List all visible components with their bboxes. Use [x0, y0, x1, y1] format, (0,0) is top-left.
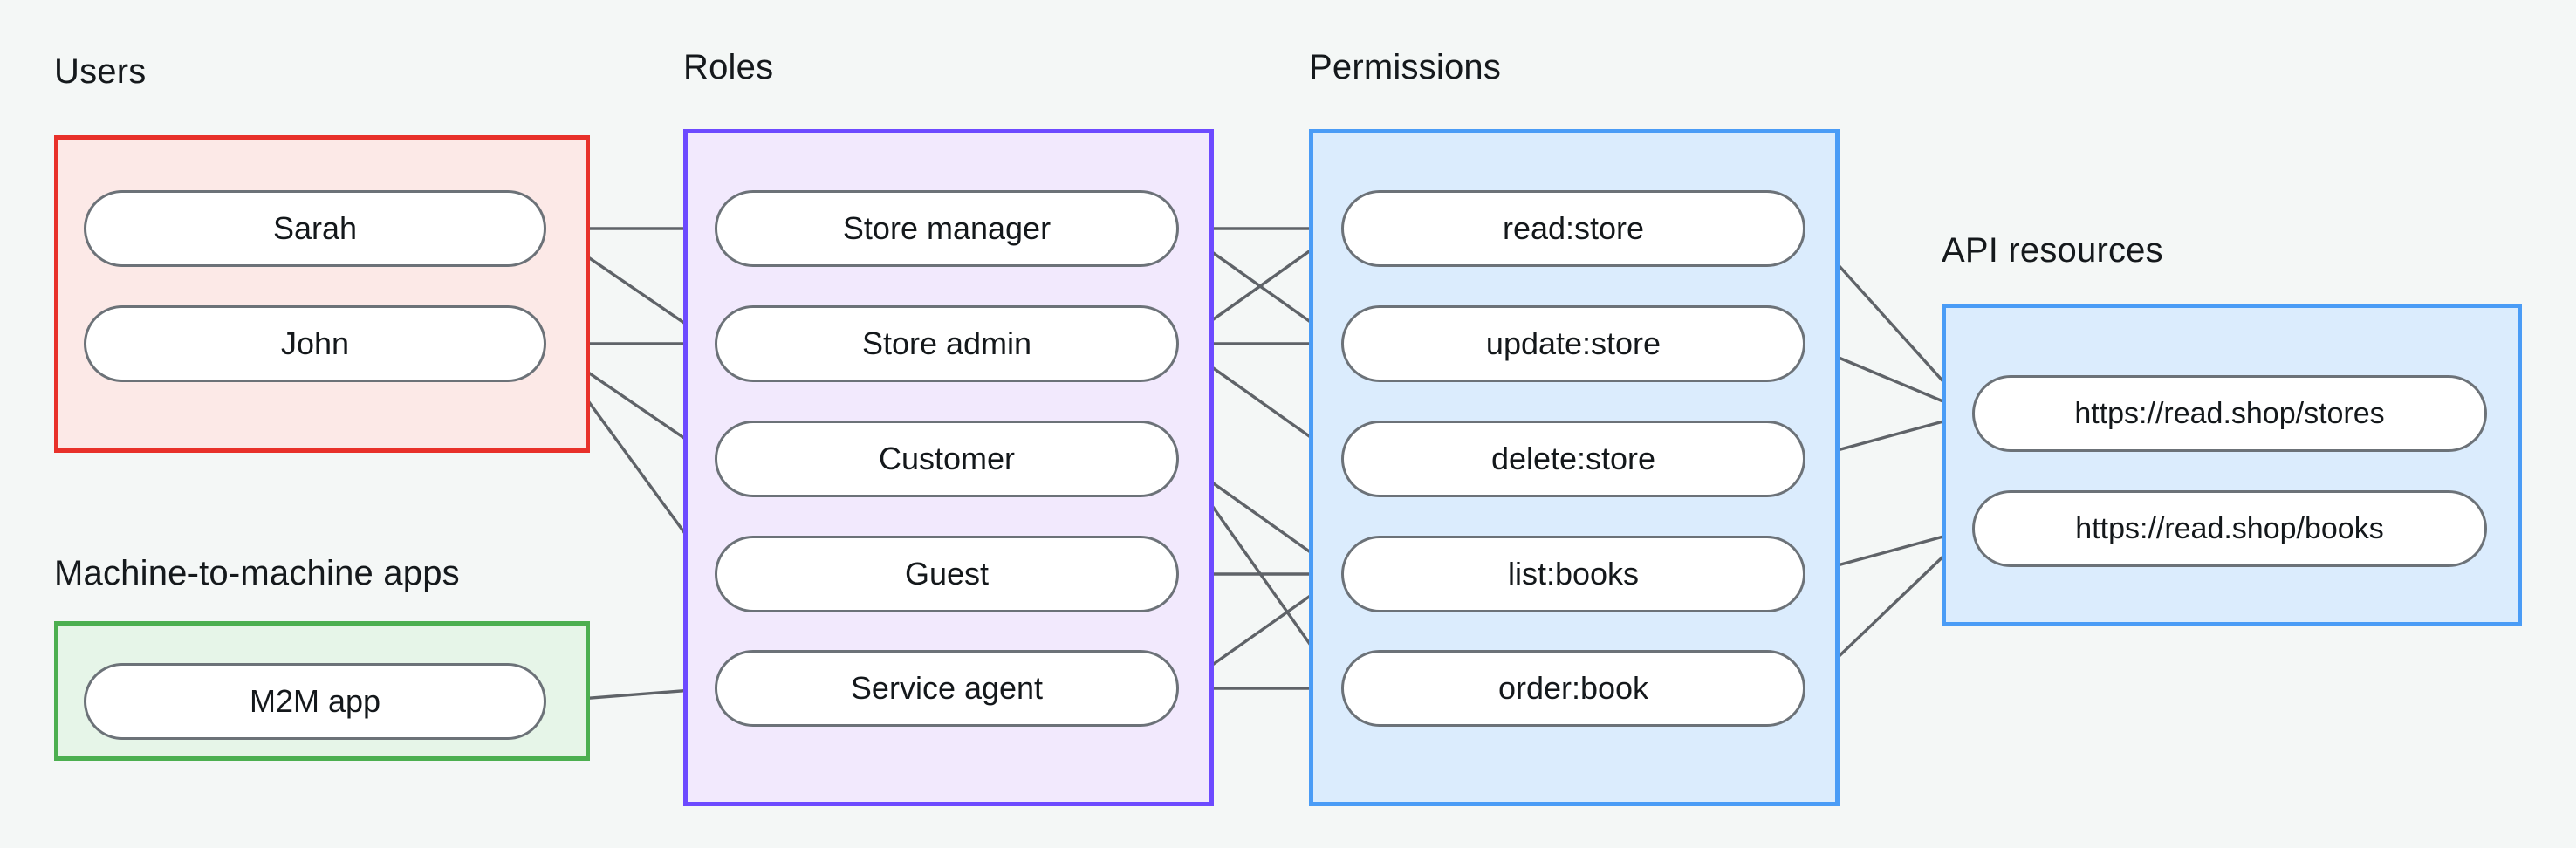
node-update-store[interactable]: update:store	[1341, 305, 1805, 382]
group-label-roles: Roles	[683, 48, 774, 86]
group-label-users: Users	[54, 52, 147, 91]
group-box-users	[54, 135, 590, 453]
node-list-books[interactable]: list:books	[1341, 536, 1805, 612]
node-store-manager[interactable]: Store manager	[715, 190, 1179, 267]
node-m2mapp[interactable]: M2M app	[84, 663, 546, 740]
node-john[interactable]: John	[84, 305, 546, 382]
node-res-stores[interactable]: https://read.shop/stores	[1972, 375, 2487, 452]
node-res-books[interactable]: https://read.shop/books	[1972, 490, 2487, 567]
node-customer[interactable]: Customer	[715, 421, 1179, 497]
node-service-agent[interactable]: Service agent	[715, 650, 1179, 727]
node-order-book[interactable]: order:book	[1341, 650, 1805, 727]
group-label-permissions: Permissions	[1309, 48, 1502, 86]
group-label-api-resources: API resources	[1942, 231, 2163, 270]
node-read-store[interactable]: read:store	[1341, 190, 1805, 267]
node-sarah[interactable]: Sarah	[84, 190, 546, 267]
group-label-m2m: Machine-to-machine apps	[54, 554, 460, 592]
node-delete-store[interactable]: delete:store	[1341, 421, 1805, 497]
node-guest[interactable]: Guest	[715, 536, 1179, 612]
group-box-api-resources	[1942, 304, 2522, 626]
node-store-admin[interactable]: Store admin	[715, 305, 1179, 382]
